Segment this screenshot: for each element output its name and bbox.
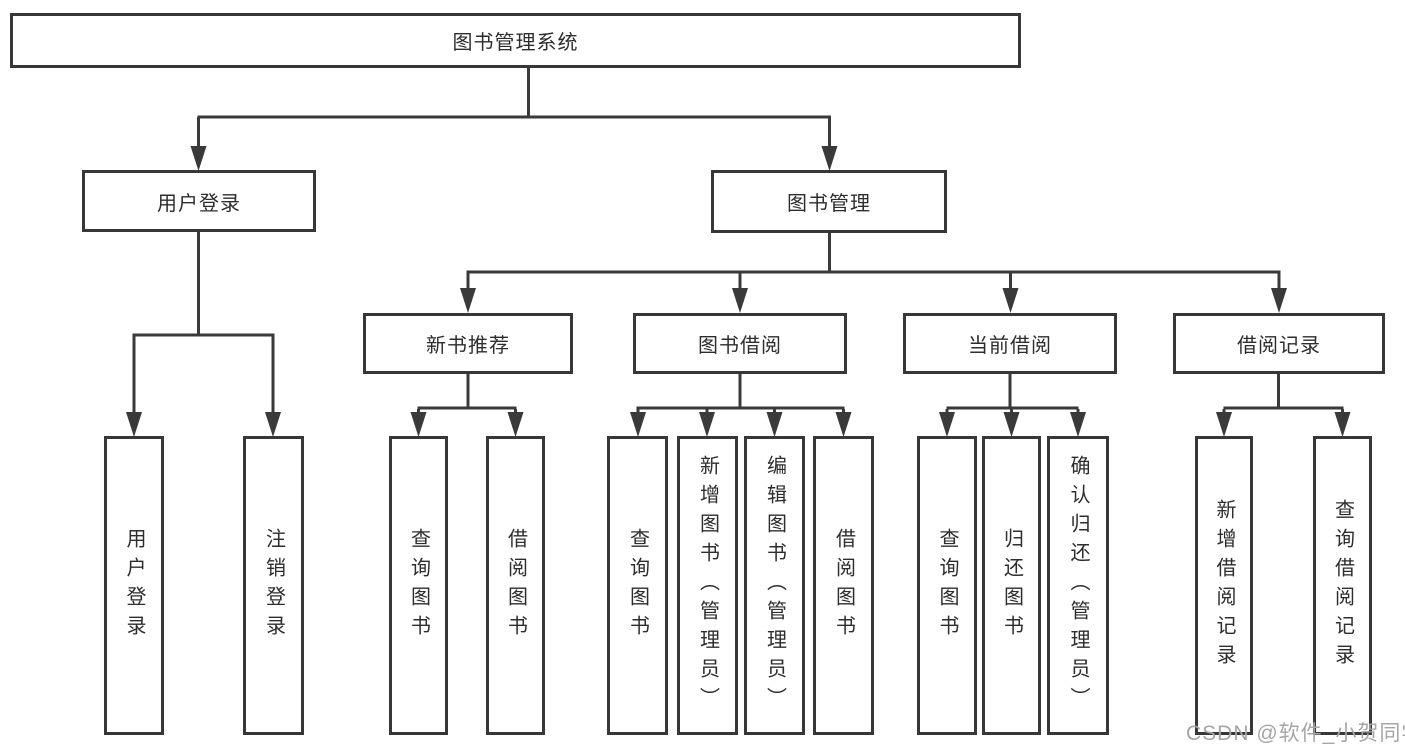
- leaf-query-books: 查询图书: [917, 436, 977, 735]
- arrow-down-icon: [699, 412, 715, 437]
- leaf-borrow-books: 借阅图书: [486, 436, 545, 735]
- arrow-down-icon: [1003, 412, 1020, 437]
- node-book-borrowing: 图书借阅: [633, 313, 847, 374]
- arrow-down-icon: [1070, 412, 1086, 437]
- arrow-down-icon: [1271, 288, 1287, 313]
- connector-root-to-level2: [197, 67, 831, 147]
- watermark: CSDN @软件_小贺同学: [1186, 722, 1405, 745]
- connector-records-to-leaves: [1222, 373, 1344, 413]
- leaf-borrow-books: 借阅图书: [813, 436, 874, 735]
- arrow-down-icon: [732, 288, 748, 313]
- node-book-management: 图书管理: [711, 170, 947, 233]
- leaf-confirm-return-admin: 确认归还（管理员）: [1047, 436, 1109, 735]
- arrow-down-icon: [410, 412, 427, 437]
- connector-currentborrow-to-leaves: [945, 373, 1080, 413]
- arrow-down-icon: [821, 146, 838, 171]
- node-new-book-recommend: 新书推荐: [363, 313, 573, 374]
- leaf-add-books-admin: 新增图书（管理员）: [677, 436, 738, 735]
- leaf-add-borrow-record: 新增借阅记录: [1195, 436, 1253, 735]
- leaf-user-login: 用户登录: [104, 436, 164, 735]
- leaf-edit-books-admin: 编辑图书（管理员）: [744, 436, 805, 735]
- arrow-down-icon: [265, 412, 281, 437]
- connector-lines: [132, 67, 1344, 413]
- node-borrowing-records: 借阅记录: [1173, 313, 1385, 374]
- connector-userlogin-to-leaves: [132, 231, 275, 413]
- arrow-down-icon: [766, 412, 783, 437]
- node-root-library-system: 图书管理系统: [10, 13, 1021, 68]
- leaf-return-books: 归还图书: [982, 436, 1041, 735]
- connector-bookmgmt-to-level3: [466, 232, 1281, 289]
- arrow-down-icon: [630, 412, 646, 437]
- arrow-down-icon: [835, 412, 852, 437]
- node-user-login: 用户登录: [82, 170, 316, 232]
- connector-newbook-to-leaves: [417, 373, 517, 413]
- arrowheads: [126, 146, 1351, 437]
- connector-bookborrow-to-leaves: [636, 373, 845, 413]
- arrow-down-icon: [1334, 412, 1351, 437]
- arrow-down-icon: [1216, 412, 1232, 437]
- leaf-query-books: 查询图书: [607, 436, 668, 735]
- arrow-down-icon: [507, 412, 524, 437]
- leaf-query-borrow-record: 查询借阅记录: [1313, 436, 1372, 735]
- leaf-logout: 注销登录: [243, 436, 304, 735]
- arrow-down-icon: [190, 146, 207, 171]
- arrow-down-icon: [460, 288, 476, 313]
- arrow-down-icon: [1002, 288, 1019, 313]
- leaf-query-books: 查询图书: [389, 436, 448, 735]
- arrow-down-icon: [939, 412, 955, 437]
- node-current-borrowing: 当前借阅: [903, 313, 1117, 374]
- arrow-down-icon: [126, 412, 142, 437]
